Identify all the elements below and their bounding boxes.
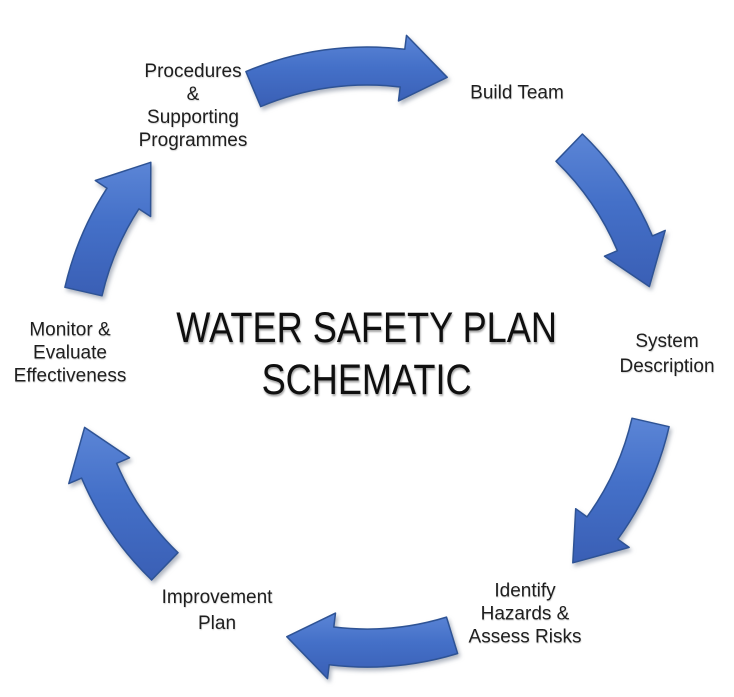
- step-label-procedures-supporting-programmes: Procedures & Supporting Programmes: [138, 61, 248, 151]
- arrow-improvement-plan-to-monitor-icon: [68, 426, 179, 581]
- diagram-title: WATER SAFETY PLAN SCHEMATIC: [0, 302, 734, 406]
- arrow-build-team-to-system-description-icon: [555, 133, 666, 288]
- step-label-improvement-plan: Improvement Plan: [161, 587, 273, 634]
- step-label-identify-hazards-assess-risks: Identify Hazards & Assess Risks: [468, 580, 582, 648]
- step-label-build-team: Build Team: [470, 82, 564, 104]
- diagram-title-text: WATER SAFETY PLAN SCHEMATIC: [176, 304, 558, 404]
- arrow-procedures-to-build-team-icon: [245, 34, 448, 108]
- arrow-system-description-to-identify-hazards-icon: [572, 417, 670, 564]
- arrow-identify-hazards-to-improvement-plan-icon: [286, 612, 459, 680]
- step-label-system-description: System Description: [619, 331, 715, 377]
- arrow-monitor-to-procedures-icon: [64, 161, 152, 297]
- step-label-monitor-evaluate-effectiveness: Monitor & Evaluate Effectiveness: [13, 319, 127, 387]
